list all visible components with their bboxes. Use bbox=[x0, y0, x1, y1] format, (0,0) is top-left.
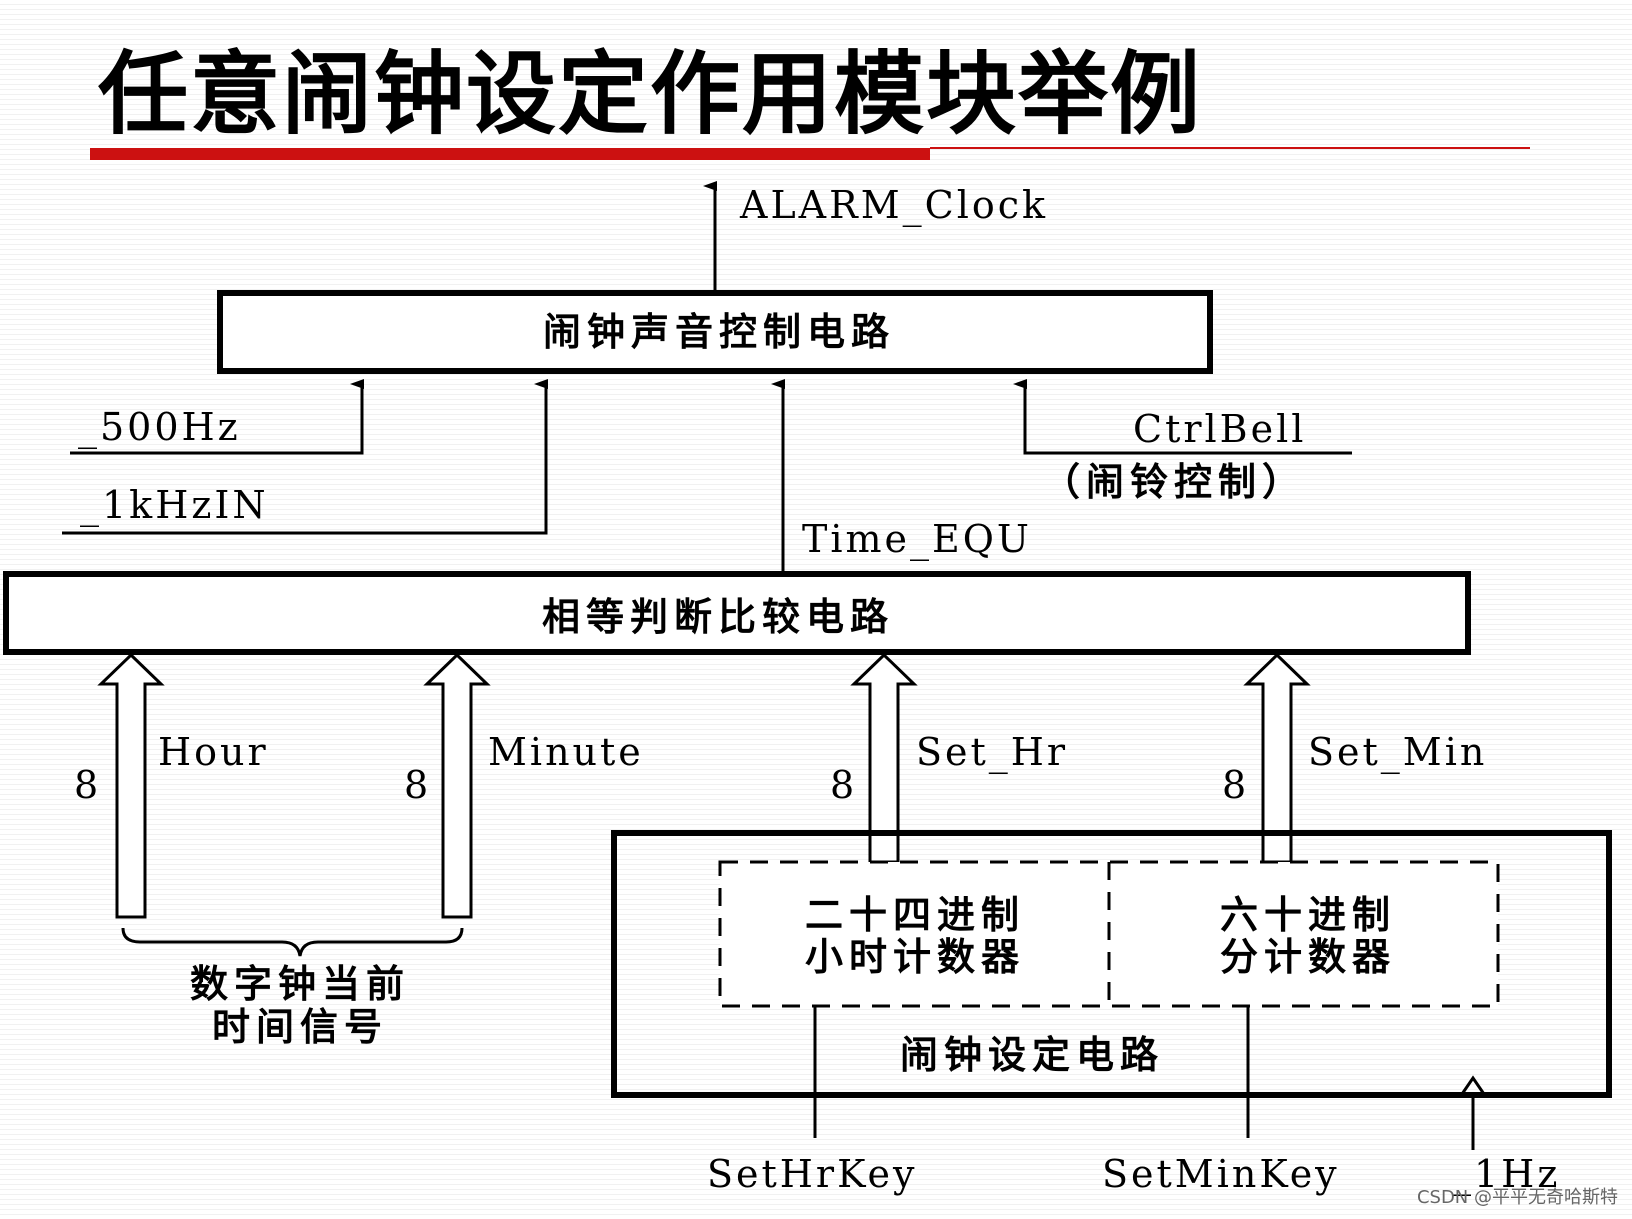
time-equ-label: Time_EQU bbox=[802, 517, 1032, 562]
minute-bus-arrow bbox=[423, 652, 491, 919]
hour-counter-line1: 二十四进制 bbox=[805, 892, 1025, 937]
hour-bus-width: 8 bbox=[74, 763, 98, 807]
minute-counter-line1: 六十进制 bbox=[1220, 892, 1396, 937]
hz1-label: _1Hz bbox=[1452, 1152, 1560, 1197]
bell-control-label: 闹钟声音控制电路 bbox=[543, 309, 895, 354]
slide-title: 任意闹钟设定作用模块举例 bbox=[98, 42, 1202, 147]
clock-input-triangle bbox=[1458, 1075, 1488, 1098]
title-underline-thin bbox=[930, 147, 1530, 149]
khz1-label: _1kHzIN bbox=[80, 483, 269, 528]
hour-label: Hour bbox=[158, 730, 269, 774]
comparator-label: 相等判断比较电路 bbox=[542, 594, 894, 639]
alarm-clock-label: ALARM_Clock bbox=[739, 183, 1048, 228]
ctrl-bell-wire bbox=[1013, 379, 1352, 455]
alarm-setting-block bbox=[611, 830, 1612, 1098]
minute-counter-line2: 分计数器 bbox=[1220, 934, 1396, 979]
comparator-block bbox=[3, 571, 1471, 655]
set-hr-bus-width: 8 bbox=[830, 763, 854, 807]
hour-bus-arrow bbox=[97, 652, 165, 919]
minute-label: Minute bbox=[488, 730, 644, 774]
set-hr-label: Set_Hr bbox=[916, 730, 1068, 775]
set-min-bus-width: 8 bbox=[1222, 763, 1246, 807]
current-time-brace bbox=[121, 927, 464, 957]
set-min-key-label: SetMinKey bbox=[1102, 1152, 1340, 1196]
set-min-label: Set_Min bbox=[1308, 730, 1487, 775]
current-time-label-line1: 数字钟当前 bbox=[190, 961, 410, 1006]
hz500-label: _500Hz bbox=[78, 405, 241, 450]
alarm-setting-label: 闹钟设定电路 bbox=[900, 1032, 1164, 1077]
title-underline-thick bbox=[90, 148, 930, 160]
hour-counter-line2: 小时计数器 bbox=[805, 934, 1025, 979]
ctrl-bell-note: （闹铃控制） bbox=[1042, 459, 1306, 504]
current-time-label-line2: 时间信号 bbox=[212, 1004, 388, 1049]
hz500-wire bbox=[70, 379, 364, 455]
khz1-wire bbox=[62, 379, 548, 535]
bell-control-block bbox=[217, 290, 1213, 374]
watermark: CSDN @平平无奇哈斯特 bbox=[1416, 1187, 1618, 1208]
minute-bus-width: 8 bbox=[404, 763, 428, 807]
ctrl-bell-label: CtrlBell bbox=[1133, 407, 1306, 451]
set-hr-key-label: SetHrKey bbox=[707, 1152, 917, 1196]
